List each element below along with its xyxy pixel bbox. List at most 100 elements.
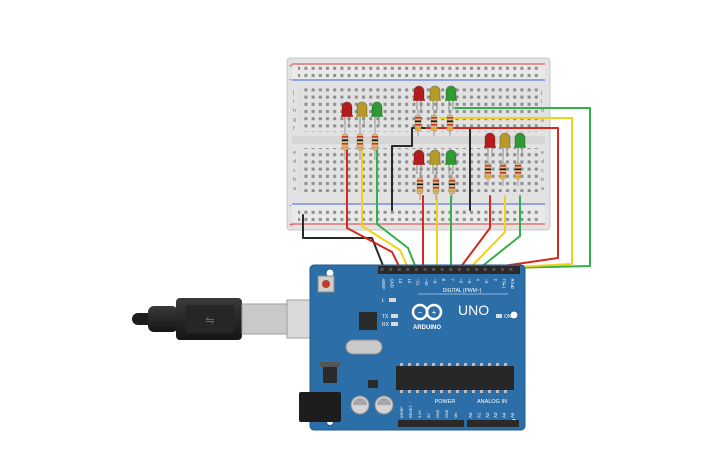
center-yellow-led[interactable] xyxy=(429,149,441,165)
power-pin-0: IOREF xyxy=(400,406,404,418)
row-letter-right-g: g xyxy=(541,117,544,123)
on-led-label: ON xyxy=(504,314,512,320)
digital-pin-15: RX◂0 xyxy=(510,279,515,290)
digital-pin-14: TX▸1 xyxy=(501,279,506,289)
usb-cable[interactable]: ⇋ xyxy=(132,298,318,340)
center-yellow-resistor[interactable] xyxy=(432,177,440,195)
rail-plus-label-bottom: + xyxy=(289,222,293,229)
right-green-led[interactable] xyxy=(514,132,526,148)
left-yellow-resistor[interactable] xyxy=(356,133,364,151)
digital-header[interactable] xyxy=(378,266,520,274)
right-red-resistor[interactable] xyxy=(484,162,492,180)
row-letter-right-a: a xyxy=(541,186,545,192)
left-green-led[interactable] xyxy=(371,101,383,117)
power-pin-5: GND xyxy=(445,409,449,418)
usb-icon: ⇋ xyxy=(205,315,214,327)
digital-pin-0: AREF xyxy=(381,279,386,291)
power-jack[interactable] xyxy=(299,392,341,422)
center-red-resistor[interactable] xyxy=(416,177,424,195)
top-green-resistor[interactable] xyxy=(446,114,454,132)
digital-pin-11: 4 xyxy=(476,279,481,282)
right-yellow-led[interactable] xyxy=(499,132,511,148)
wire-green-right[interactable] xyxy=(479,195,521,269)
left-red-led[interactable] xyxy=(341,101,353,117)
left-red-resistor[interactable] xyxy=(341,133,349,151)
voltage-regulator xyxy=(323,365,337,383)
row-letter-h: h xyxy=(293,108,296,114)
row-letter-right-i: i xyxy=(541,99,542,105)
wire-ground-jumper[interactable] xyxy=(391,127,471,211)
analog-header-label: ANALOG IN xyxy=(477,399,507,405)
wire-yellow-top[interactable] xyxy=(439,117,573,269)
power-pin-4: GND xyxy=(436,409,440,418)
power-pin-6: Vin xyxy=(454,413,458,418)
center-green-led[interactable] xyxy=(445,149,457,165)
wire-red-top[interactable] xyxy=(425,127,559,269)
tx-led xyxy=(391,314,398,318)
wire-yellow-left[interactable] xyxy=(361,145,409,269)
row-letter-right-b: b xyxy=(541,177,544,183)
top-yellow-led[interactable] xyxy=(429,85,441,101)
digital-pin-5: ~10 xyxy=(424,279,429,287)
right-green-resistor[interactable] xyxy=(514,162,522,180)
digital-pin-4: ~11 xyxy=(415,279,420,286)
row-letter-e: e xyxy=(293,150,296,156)
power-pin-3: 5V xyxy=(427,413,431,418)
digital-pin-1: GND xyxy=(390,279,395,288)
left-green-resistor[interactable] xyxy=(371,133,379,151)
digital-pin-7: 8 xyxy=(441,279,446,282)
row-letter-right-h: h xyxy=(541,108,544,114)
usb-chip xyxy=(359,312,377,330)
power-pin-1: RESET xyxy=(409,405,413,418)
top-red-led[interactable] xyxy=(413,85,425,101)
digital-pin-8: 7 xyxy=(450,279,455,282)
digital-pin-10: ~5 xyxy=(467,279,472,284)
left-yellow-led[interactable] xyxy=(356,101,368,117)
arduino-infinity-logo-icon xyxy=(411,303,443,321)
tx-led-label: TX xyxy=(382,314,389,320)
led-array xyxy=(341,85,526,200)
wire-red-right[interactable] xyxy=(459,195,491,269)
row-letter-right-e: e xyxy=(541,150,544,156)
row-letter-j: j xyxy=(292,90,294,96)
wire-ground-left[interactable] xyxy=(302,214,385,269)
right-red-led[interactable] xyxy=(484,132,496,148)
wire-yellow-right[interactable] xyxy=(469,195,506,269)
power-header-label: POWER xyxy=(435,399,456,405)
row-letter-right-j: j xyxy=(540,90,542,96)
top-red-resistor[interactable] xyxy=(414,114,422,132)
power-header[interactable] xyxy=(398,420,464,427)
center-red-led[interactable] xyxy=(413,149,425,165)
analog-pin-a0: A0 xyxy=(468,412,473,418)
row-letter-f: f xyxy=(293,126,295,132)
model-label: UNO xyxy=(458,302,489,318)
analog-pin-a3: A3 xyxy=(493,412,498,418)
center-green-resistor[interactable] xyxy=(448,177,456,195)
top-green-led[interactable] xyxy=(445,85,457,101)
atmega-microcontroller xyxy=(396,366,514,390)
wire-green-left[interactable] xyxy=(376,145,417,269)
digital-pin-6: ~9 xyxy=(433,279,438,284)
rx-led xyxy=(391,322,398,326)
top-yellow-resistor[interactable] xyxy=(430,114,438,132)
wire-red-left[interactable] xyxy=(346,145,401,269)
analog-header[interactable] xyxy=(467,420,519,427)
digital-header-label: DIGITAL (PWM~) xyxy=(443,288,482,294)
row-letter-c: c xyxy=(293,168,296,174)
row-letter-b: b xyxy=(293,177,296,183)
l-led-label: L xyxy=(382,298,385,304)
plus-icon: + xyxy=(432,308,437,317)
wires xyxy=(302,107,591,269)
row-letter-d: d xyxy=(293,159,296,165)
digital-pin-13: 2 xyxy=(493,279,498,282)
right-yellow-resistor[interactable] xyxy=(499,162,507,180)
row-letter-g: g xyxy=(293,117,296,123)
digital-pin-9: ~6 xyxy=(458,279,463,284)
analog-pin-a2: A2 xyxy=(485,412,490,418)
wire-green-top[interactable] xyxy=(454,107,591,269)
